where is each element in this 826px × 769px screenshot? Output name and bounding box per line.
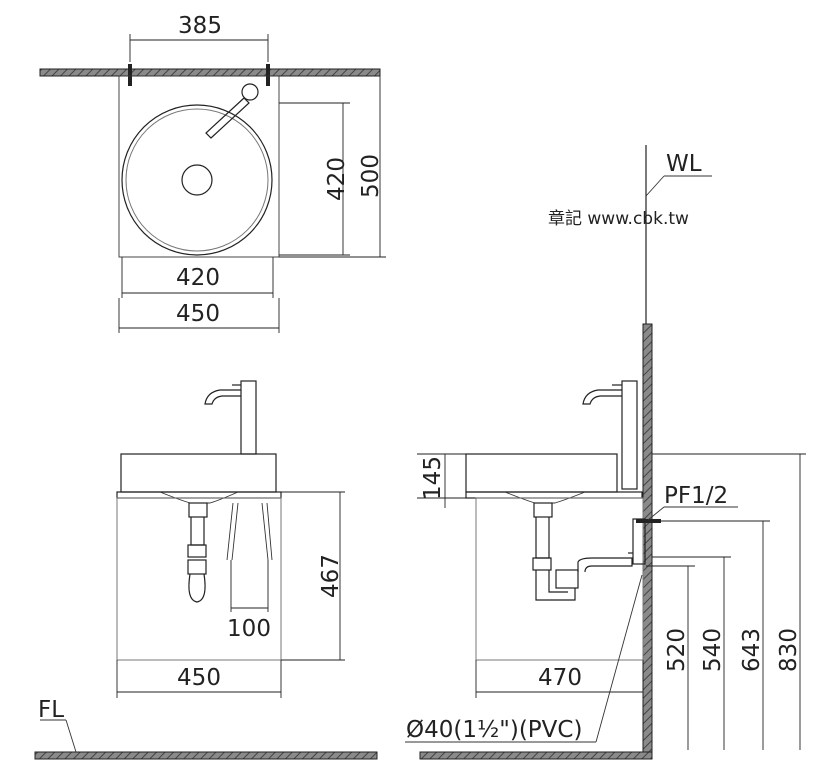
front-countertop [116, 491, 282, 499]
floor-left [34, 751, 378, 760]
dim-450-front: 450 [177, 665, 221, 691]
side-view: WL 章記 www.cbk.tw PF1/2 145 [405, 145, 806, 753]
top-cabinet-outline [118, 75, 280, 258]
side-faucet-body [621, 380, 638, 490]
faucet-base [241, 83, 259, 101]
front-basin [120, 453, 277, 493]
side-cabinet [475, 497, 644, 661]
dim-500: 500 [358, 154, 384, 198]
label-fl: FL [38, 697, 64, 723]
side-wall [642, 323, 653, 753]
label-pf12: PF1/2 [664, 483, 728, 509]
drain-hole [181, 164, 213, 196]
dim-470: 470 [538, 665, 582, 691]
dim-540: 540 [700, 628, 726, 672]
side-countertop [465, 491, 643, 499]
basin-inner [125, 108, 269, 252]
dim-100: 100 [227, 616, 271, 642]
dim-450-top: 450 [176, 301, 220, 327]
dim-520: 520 [664, 628, 690, 672]
dim-385: 385 [178, 13, 222, 39]
front-view: 100 467 450 [116, 380, 345, 698]
floor: FL [34, 697, 653, 760]
top-view: 385 420 500 420 450 [39, 13, 386, 333]
side-basin [465, 453, 618, 493]
faucet-spout-plan [205, 97, 250, 139]
label-wl: WL [666, 151, 702, 177]
basin-outer [121, 104, 273, 256]
label-drain: Ø40(1½")(PVC) [406, 717, 582, 743]
dim-145: 145 [420, 456, 446, 500]
top-wall [39, 68, 381, 77]
side-trap-fitting [555, 569, 579, 589]
dim-830: 830 [776, 628, 802, 672]
dim-643: 643 [739, 628, 765, 672]
front-drain [188, 502, 208, 518]
bracket-right [266, 64, 270, 86]
dim-420-vertical: 420 [324, 157, 350, 201]
front-faucet-body [240, 380, 257, 455]
front-faucet-spout [204, 389, 241, 405]
dim-467: 467 [318, 554, 344, 598]
dim-420-horizontal: 420 [176, 265, 220, 291]
watermark: 章記 www.cbk.tw [548, 209, 689, 229]
front-cabinet [116, 497, 282, 661]
floor-right [419, 751, 653, 760]
bracket-left [128, 64, 132, 86]
